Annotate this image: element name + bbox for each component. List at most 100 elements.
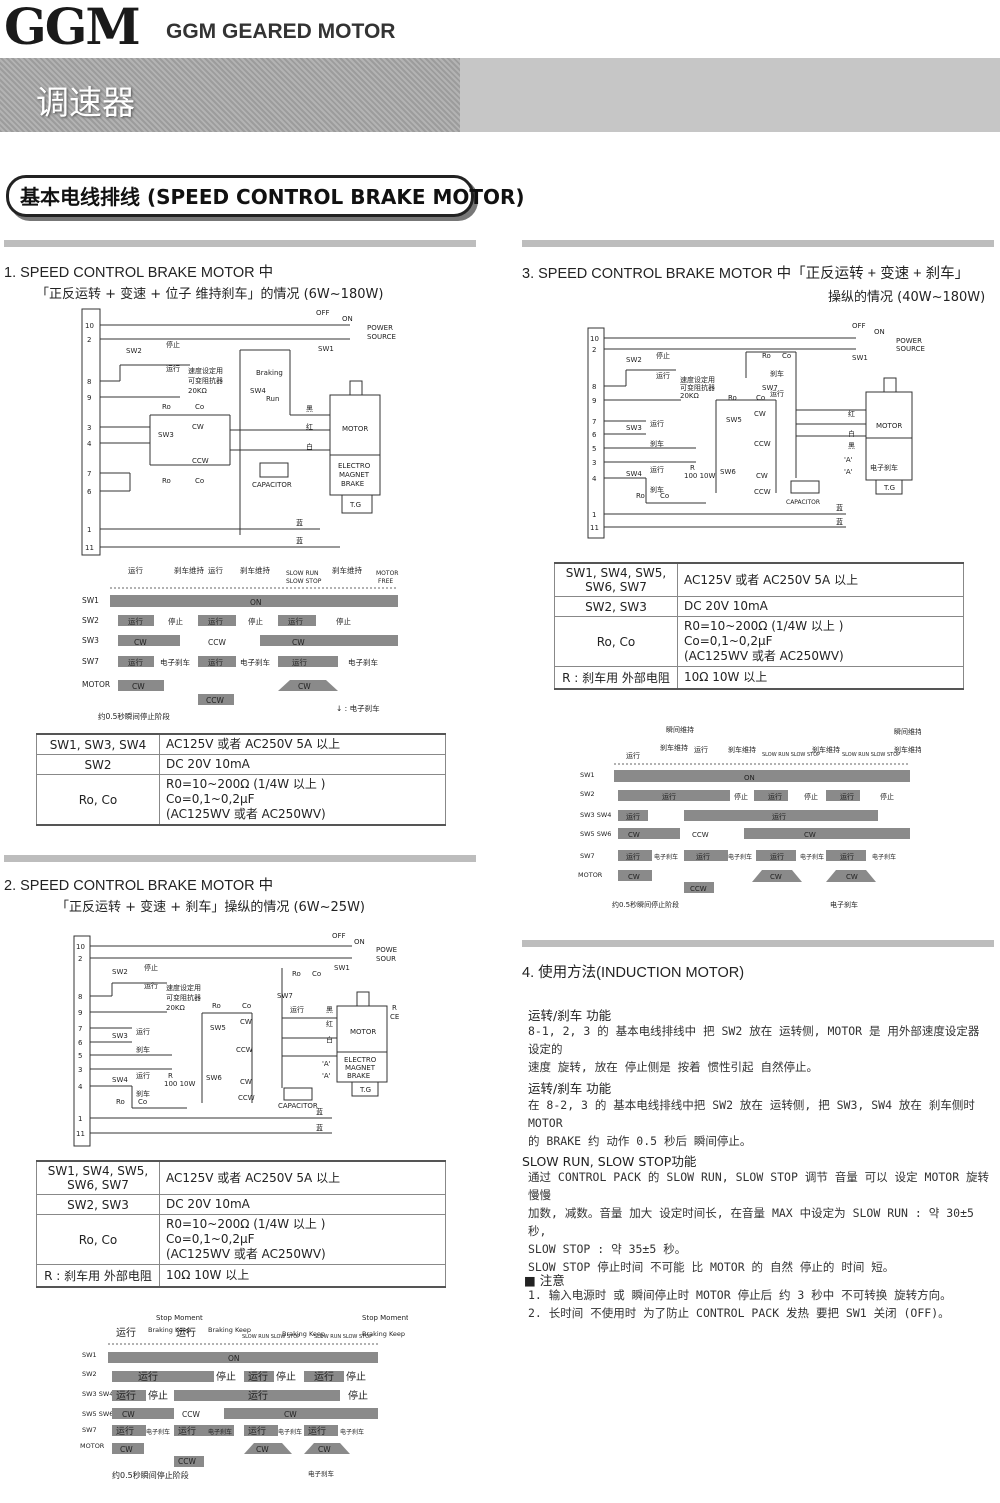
svg-text:2: 2 [592, 346, 596, 354]
t2-run-5: 运行 [248, 1389, 268, 1402]
t3-motor-cw-1: CW [628, 873, 640, 881]
s2-white-wire: 白 [326, 1035, 333, 1044]
s4-p3-title: SLOW RUN, SLOW STOP功能 [522, 1154, 697, 1169]
svg-text:6: 6 [87, 488, 92, 496]
s1-row3-val-1: R0=10~200Ω (1/4W 以上 ) [166, 777, 326, 791]
t1-stop-1: 停止 [168, 616, 183, 626]
t2-run-6: 运行 [116, 1425, 134, 1437]
s1-timing-chart: 运行 刹车维持 运行 刹车维持 SLOW RUN SLOW STOP 刹车维持 … [82, 565, 398, 721]
t3-stop-3: 停止 [880, 792, 894, 801]
t2-cw-2: CW [284, 1410, 297, 1419]
s4-caution-title: ■ 注意 [524, 1273, 565, 1288]
t3-run-6: 运行 [626, 852, 640, 861]
t2-stop-5: 停止 [348, 1389, 368, 1402]
s2-sw4-label: SW4 [112, 1076, 128, 1084]
s3-power-label: POWER [896, 337, 922, 345]
s3-row4-val: 10Ω 10W 以上 [677, 666, 964, 690]
t1-row-sw1: SW1 [82, 596, 99, 605]
resistor-label: 速度设定用 [188, 366, 223, 375]
s3-row2-key: SW2, SW3 [554, 596, 678, 617]
s3-cw-label-2: CW [756, 472, 768, 480]
s2-on-label: ON [354, 938, 365, 946]
s2-subtitle: 「正反运转 + 变速 + 刹车」操纵的情况 (6W~25W) [56, 900, 366, 915]
t1-note-left: 约0.5秒瞬间停止阶段 [98, 711, 170, 721]
s3-co-label-2: Co [756, 394, 765, 402]
s4-p2: 在 8-2, 3 的 基本电线排线中把 SW2 放在 运转侧, 把 SW3, S… [528, 1096, 990, 1150]
s3-ccw-label-2: CCW [754, 488, 771, 496]
s1-subtitle: 「正反运转 + 变速 + 位子 维持刹车」的情况 (6W~180W) [36, 287, 384, 302]
t3-cw-1: CW [628, 831, 640, 839]
svg-text:1: 1 [87, 526, 91, 534]
svg-text:10: 10 [590, 335, 599, 343]
ccw-label: CCW [192, 457, 209, 465]
braking-label: Braking [256, 369, 283, 377]
s3-subtitle: 操纵的情况 (40W~180W) [828, 290, 986, 305]
s2-a-label: 'A' [322, 1060, 331, 1068]
t2-run-1: 运行 [138, 1370, 158, 1383]
run-w-label: Run [266, 395, 279, 403]
t2-top-4: SLOW RUN SLOW STOP [242, 1334, 300, 1340]
t3-cw-2: CW [804, 831, 816, 839]
ro-label: Ro [162, 403, 171, 411]
t2-run-8: 运行 [248, 1425, 266, 1437]
svg-text:4: 4 [592, 475, 597, 483]
s3-ro-label: Ro [636, 492, 645, 500]
s3-off-label: OFF [852, 322, 866, 330]
t1-ebrake-3: 电子刹车 [348, 657, 378, 667]
ro-label-2: Ro [162, 477, 171, 485]
s2-black-wire: 黑 [326, 1006, 333, 1014]
s3-sw7-label: SW7 [762, 384, 778, 392]
s3-row3-key: Ro, Co [554, 616, 678, 667]
t3-top-1: 刹车维持 [660, 743, 688, 752]
s2-r-watt-label: 100 10W [164, 1080, 195, 1088]
t2-run-3: 运行 [314, 1370, 334, 1383]
power-label: POWER [367, 324, 393, 332]
s3-ebrake-label: 电子刹车 [870, 463, 898, 472]
svg-text:9: 9 [592, 397, 596, 405]
t1-top-2: 运行 [208, 565, 223, 575]
svg-text:9: 9 [78, 1009, 82, 1017]
s3-brake-label-3: 刹车 [770, 369, 784, 378]
s2-brake-label: 刹车 [136, 1045, 150, 1054]
s1-row1-key: SW1, SW3, SW4 [36, 733, 160, 755]
s2-emb-1: ELECTRO [344, 1056, 377, 1064]
on-label: ON [342, 315, 353, 323]
section-title: 基本电线排线 (SPEED CONTROL BRAKE MOTOR) [20, 185, 525, 209]
t2-motor-cw-1: CW [120, 1445, 133, 1454]
t2-motor-cw-2: CW [256, 1445, 269, 1454]
t2-motor-cw-3: CW [318, 1445, 331, 1454]
tg-label: T.G [349, 501, 361, 509]
t3-ebrake-4: 电子刹车 [872, 853, 896, 861]
s2-blue-wire-2: 蓝 [316, 1123, 323, 1132]
s3-row3-val-3: (AC125WV 或者 AC250WV) [684, 649, 844, 663]
s3-r-watt-label: 100 10W [684, 472, 715, 480]
s4-p3: 通过 CONTROL PACK 的 SLOW RUN, SLOW STOP 调节… [528, 1168, 990, 1276]
svg-text:8: 8 [592, 383, 596, 391]
t3-motor-cw-2: CW [770, 873, 782, 881]
s4-p1-line-1: 8-1, 2, 3 的 基本电线排线中 把 SW2 放在 运转侧, MOTOR … [528, 1024, 980, 1056]
s2-row2-val: DC 20V 10mA [159, 1194, 446, 1215]
t2-stop-moment: Stop Moment [156, 1314, 203, 1322]
t2-top-6: SLOW RUN SLOW STOP [314, 1334, 372, 1340]
s4-p3-line-4: SLOW STOP 停止时间 不可能 比 MOTOR 的 自然 停止的 时间 短… [528, 1260, 895, 1274]
capacitor-label: CAPACITOR [252, 481, 292, 489]
s2-ccw-label-2: CCW [238, 1094, 255, 1102]
t1-row-sw2: SW2 [82, 616, 99, 625]
t2-run-7: 运行 [178, 1425, 196, 1437]
s3-sw6-label: SW6 [720, 468, 736, 476]
t2-run-4: 运行 [116, 1389, 136, 1402]
s2-cw-label: CW [240, 1018, 252, 1026]
co-label: Co [195, 403, 204, 411]
t1-top-6: 刹车维持 [332, 565, 362, 575]
ohm-label: 20KΩ [188, 387, 207, 395]
t2-top-5: Braking Keep [282, 1330, 325, 1338]
t3-top-7: 刹车维持 [894, 745, 921, 754]
t2-stop-2: 停止 [276, 1370, 296, 1383]
svg-text:11: 11 [76, 1130, 85, 1138]
t2-ebrake-3: 电子刹车 [278, 1428, 302, 1436]
s2-row3-val-3: (AC125WV 或者 AC250WV) [166, 1247, 326, 1261]
